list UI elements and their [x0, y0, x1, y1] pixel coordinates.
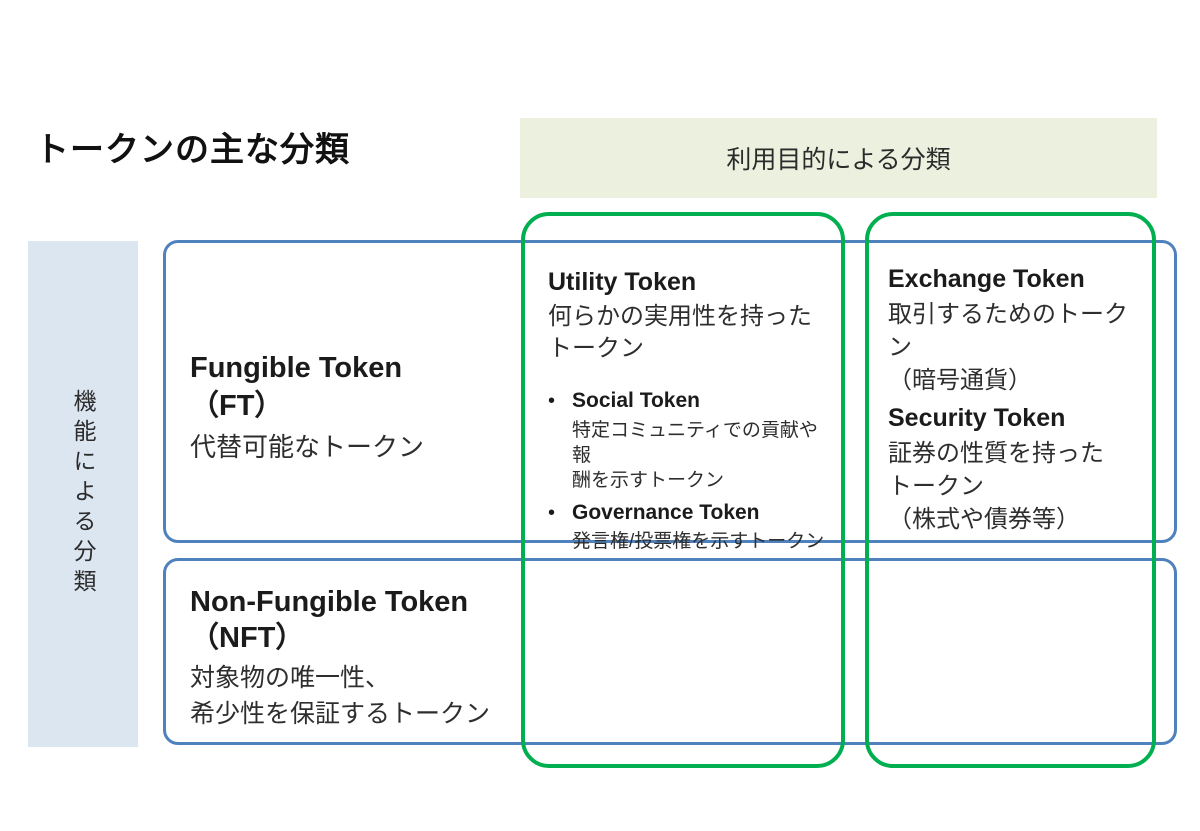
governance-token-title: Governance Token: [572, 500, 760, 524]
utility-column-outline: [521, 212, 845, 768]
purpose-axis-label: 利用目的による分類: [726, 146, 951, 174]
utility-token-title: Utility Token: [548, 268, 697, 296]
non-fungible-token-cell: Non-Fungible Token （NFT） 対象物の唯一性、 希少性を保証…: [190, 584, 530, 732]
fungible-token-title: Fungible Token: [190, 352, 403, 384]
exchange-token-desc: 取引するためのトークン （暗号通貨）: [888, 300, 1128, 394]
fungible-token-cell: Fungible Token （FT） 代替可能なトークン: [190, 350, 520, 466]
non-fungible-token-desc: 対象物の唯一性、 希少性を保証するトークン: [190, 663, 491, 728]
fungible-token-code: （FT）: [190, 389, 284, 422]
bullet-item-governance-token: • Governance Token 発言権/投票権を示すトークン: [548, 499, 836, 554]
security-token-desc: 証券の性質を持った トークン （株式や債券等）: [888, 439, 1104, 533]
function-axis-header: 機能による分類: [28, 241, 138, 747]
utility-token-cell: Utility Token 何らかの実用性を持った トークン • Social …: [548, 266, 836, 560]
exchange-column-outline: [865, 212, 1156, 768]
fungible-token-desc: 代替可能なトークン: [190, 432, 425, 463]
page-title: トークンの主な分類: [35, 131, 350, 169]
non-fungible-row-outline: [163, 558, 1177, 745]
governance-token-desc: 発言権/投票権を示すトークン: [572, 531, 825, 553]
utility-token-bullet-list: • Social Token 特定コミュニティでの貢献や報 酬を示すトークン •…: [548, 387, 836, 554]
exchange-token-title: Exchange Token: [888, 265, 1085, 293]
bullet-icon: •: [548, 501, 556, 524]
function-axis-label: 機能による分類: [70, 389, 96, 599]
non-fungible-token-code: （NFT）: [190, 622, 305, 655]
security-token-title: Security Token: [888, 404, 1066, 432]
non-fungible-token-title: Non-Fungible Token: [190, 586, 469, 618]
purpose-axis-header: 利用目的による分類: [520, 118, 1157, 198]
social-token-title: Social Token: [572, 389, 700, 413]
security-token-cell: Security Token 証券の性質を持った トークン （株式や債券等）: [888, 402, 1150, 536]
exchange-token-cell: Exchange Token 取引するためのトークン （暗号通貨）: [888, 263, 1150, 397]
bullet-icon: •: [548, 390, 556, 413]
utility-token-desc: 何らかの実用性を持った トークン: [548, 302, 812, 362]
social-token-desc: 特定コミュニティでの貢献や報 酬を示すトークン: [572, 419, 818, 491]
bullet-item-social-token: • Social Token 特定コミュニティでの貢献や報 酬を示すトークン: [548, 387, 836, 493]
fungible-row-outline: [163, 240, 1177, 543]
